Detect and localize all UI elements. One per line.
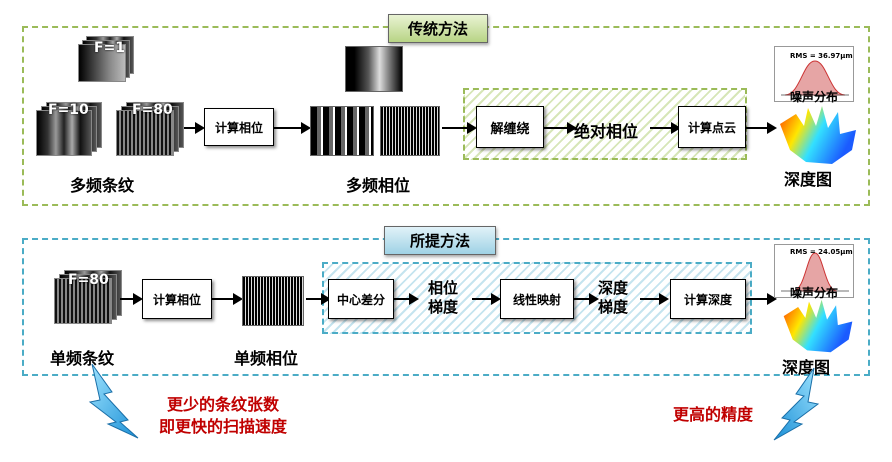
noise-distribution-label-traditional: 噪声分布 [790, 90, 839, 104]
arrow [394, 293, 419, 305]
arrow [442, 122, 477, 134]
fringe-label-single-f80: F=80 [68, 272, 109, 288]
central-difference-box: 中心差分 [328, 279, 394, 319]
arrow [472, 293, 501, 305]
proposed-method-title: 所提方法 [384, 226, 496, 255]
arrow [746, 122, 777, 134]
depth-gradient-label: 深度 梯度 [598, 279, 629, 316]
arrow [184, 122, 205, 134]
rms-value-proposed: RMS = 24.05μm [790, 248, 853, 256]
unwrap-box: 解缠绕 [476, 106, 544, 148]
higher-precision-annotation: 更高的精度 [672, 405, 753, 424]
depth-map-label-proposed: 深度图 [782, 358, 831, 377]
arrow [650, 122, 681, 134]
compute-depth-box: 计算深度 [670, 279, 746, 319]
fringe-label-f10: F=10 [48, 102, 89, 118]
phase-gradient-label: 相位 梯度 [428, 279, 459, 316]
arrow [574, 293, 599, 305]
arrow [640, 293, 669, 305]
phase-image-f10 [310, 106, 374, 156]
single-phase-image [242, 276, 304, 326]
arrow [274, 122, 311, 134]
multi-frequency-fringe-label: 多频条纹 [70, 176, 135, 195]
fringe-label-f1: F=1 [94, 40, 126, 56]
linear-mapping-box: 线性映射 [500, 279, 574, 319]
absolute-phase-label: 绝对相位 [574, 122, 639, 141]
single-frequency-phase-label: 单频相位 [234, 349, 299, 368]
fewer-fringes-annotation: 更少的条纹张数 即更快的扫描速度 [158, 395, 287, 436]
noise-histogram-proposed [774, 244, 854, 298]
compute-phase-box-proposed: 计算相位 [142, 279, 212, 319]
rms-value-traditional: RMS = 36.97μm [790, 52, 853, 60]
phase-image-f80 [380, 106, 440, 156]
depth-map-label-traditional: 深度图 [784, 170, 833, 189]
arrow [544, 122, 577, 134]
multi-frequency-phase-label: 多频相位 [346, 176, 411, 195]
traditional-method-title: 传统方法 [388, 14, 488, 43]
arrow [306, 293, 331, 305]
single-frequency-fringe-label: 单频条纹 [50, 349, 115, 368]
arrow [212, 293, 243, 305]
noise-histogram-traditional [774, 46, 854, 102]
arrow [746, 293, 777, 305]
noise-distribution-label-proposed: 噪声分布 [790, 286, 839, 300]
fringe-label-f80: F=80 [132, 102, 173, 118]
arrow [120, 293, 143, 305]
phase-image-f1 [345, 46, 403, 92]
compute-phase-box: 计算相位 [204, 108, 274, 146]
compute-point-cloud-box: 计算点云 [678, 106, 746, 148]
